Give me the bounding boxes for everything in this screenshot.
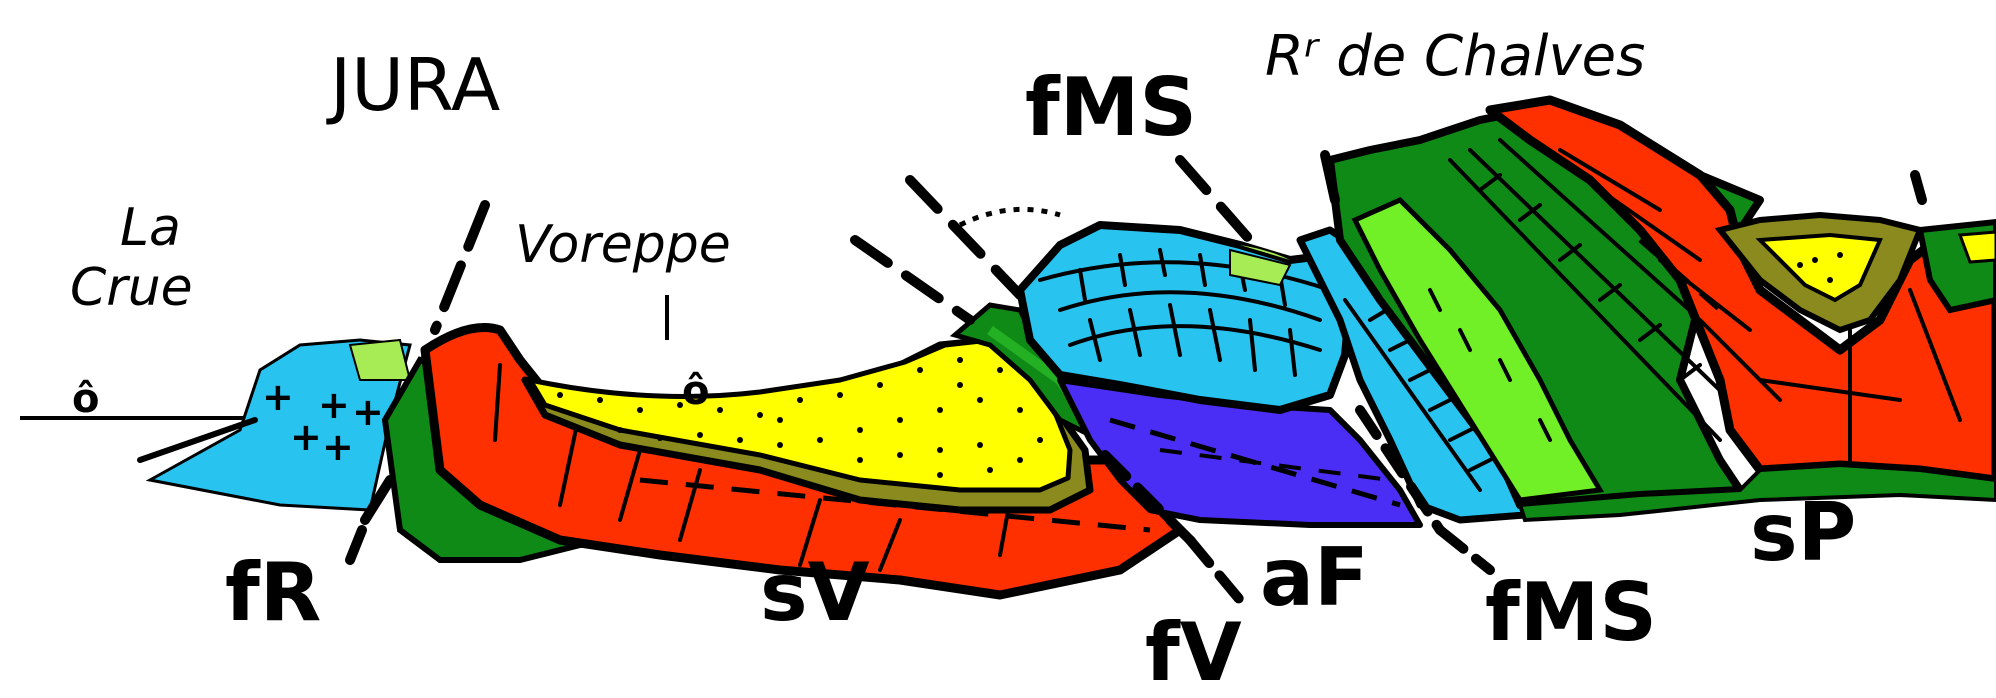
label-fv: fV (1145, 606, 1242, 698)
label-sv: sV (760, 546, 870, 639)
village-symbol-voreppe: ô (682, 368, 709, 414)
svg-text:+: + (352, 390, 384, 434)
label-fms-top: fMS (1025, 61, 1197, 154)
svg-text:+: + (318, 383, 350, 427)
village-symbol-la-crue: ô (72, 376, 99, 422)
svg-text:+: + (262, 375, 294, 419)
label-fms-bottom: fMS (1485, 566, 1657, 659)
label-sp: sP (1750, 486, 1856, 579)
label-jura: JURA (326, 43, 500, 127)
label-af: aF (1260, 531, 1369, 624)
label-la-crue-2: Crue (70, 258, 193, 318)
label-voreppe: Voreppe (515, 215, 731, 275)
label-la-crue-1: La (120, 198, 181, 258)
label-chalves: Rʳ de Chalves (1265, 24, 1645, 89)
label-fr: fR (225, 546, 321, 639)
la-crue-block: + + + + + (140, 340, 410, 510)
svg-text:+: + (322, 425, 354, 469)
svg-text:+: + (290, 415, 322, 459)
